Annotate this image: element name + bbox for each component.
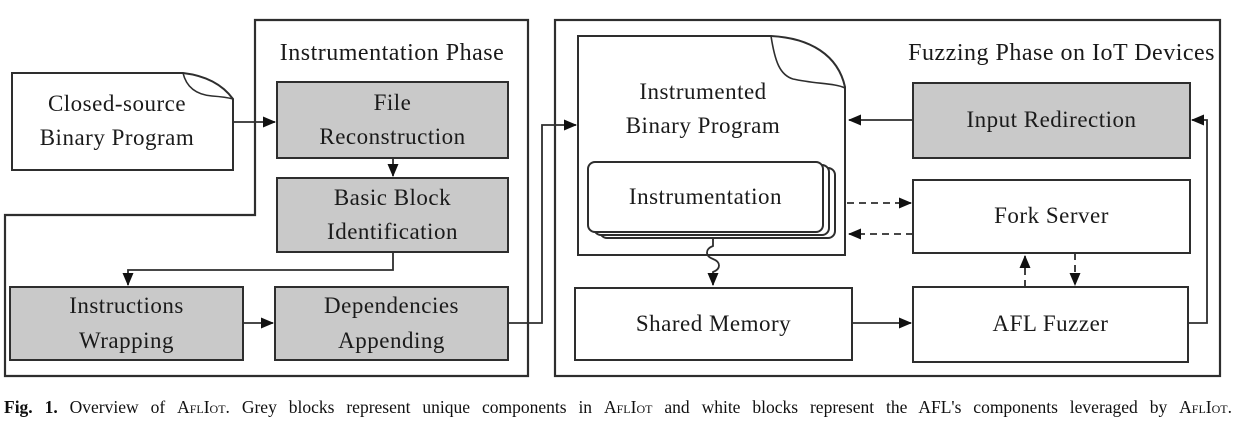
dependencies-appending-label: Dependencies Appending (324, 293, 459, 353)
fuzzing-phase-border (553, 18, 1222, 378)
input-redirection-label: Input Redirection (966, 107, 1137, 133)
input-redirection-box (912, 82, 1191, 159)
instructions-wrapping-box (9, 286, 244, 361)
arrow-afl-fuzzer-to-input-redirection (1188, 114, 1208, 324)
instrumentation-stack-sheet-front (587, 161, 824, 233)
file-reconstruction-label: File Reconstruction (319, 89, 466, 150)
instrumentation-phase-border (3, 18, 530, 378)
arrow-dependencies-to-instrumented-doc (508, 119, 577, 324)
fork-server-box (912, 179, 1191, 254)
shared-memory-box (574, 287, 853, 361)
basic-block-identification-box (276, 177, 509, 253)
squiggle-arrow-stack-to-shared-memory (706, 238, 720, 286)
fork-server-label: Fork Server (994, 203, 1109, 229)
closed-source-doc-shape (11, 72, 234, 171)
closed-source-doc-fold-icon (182, 72, 234, 100)
fuzzing-phase-title: Fuzzing Phase on IoT Devices (908, 40, 1215, 66)
shared-memory-label: Shared Memory (635, 310, 792, 336)
basic-block-identification-label: Basic Block Identification (327, 184, 458, 245)
closed-source-doc-label: Closed-source Binary Program (39, 90, 195, 151)
figure-caption: Fig. 1. Overview of AflIot. Grey blocks … (4, 397, 1232, 417)
arrow-basic-block-to-instructions-wrapping (122, 252, 394, 286)
instructions-wrapping-label: Instructions Wrapping (69, 293, 184, 353)
afl-fuzzer-label: AFL Fuzzer (992, 311, 1109, 337)
instrumentation-stack-label: Instrumentation (628, 183, 783, 209)
afl-fuzzer-box (912, 286, 1189, 363)
instrumented-doc-fold-icon (770, 35, 846, 89)
instrumentation-phase-title: Instrumentation Phase (279, 40, 505, 66)
instrumented-doc-label: Instrumented Binary Program (625, 78, 781, 139)
dependencies-appending-box (274, 286, 509, 361)
